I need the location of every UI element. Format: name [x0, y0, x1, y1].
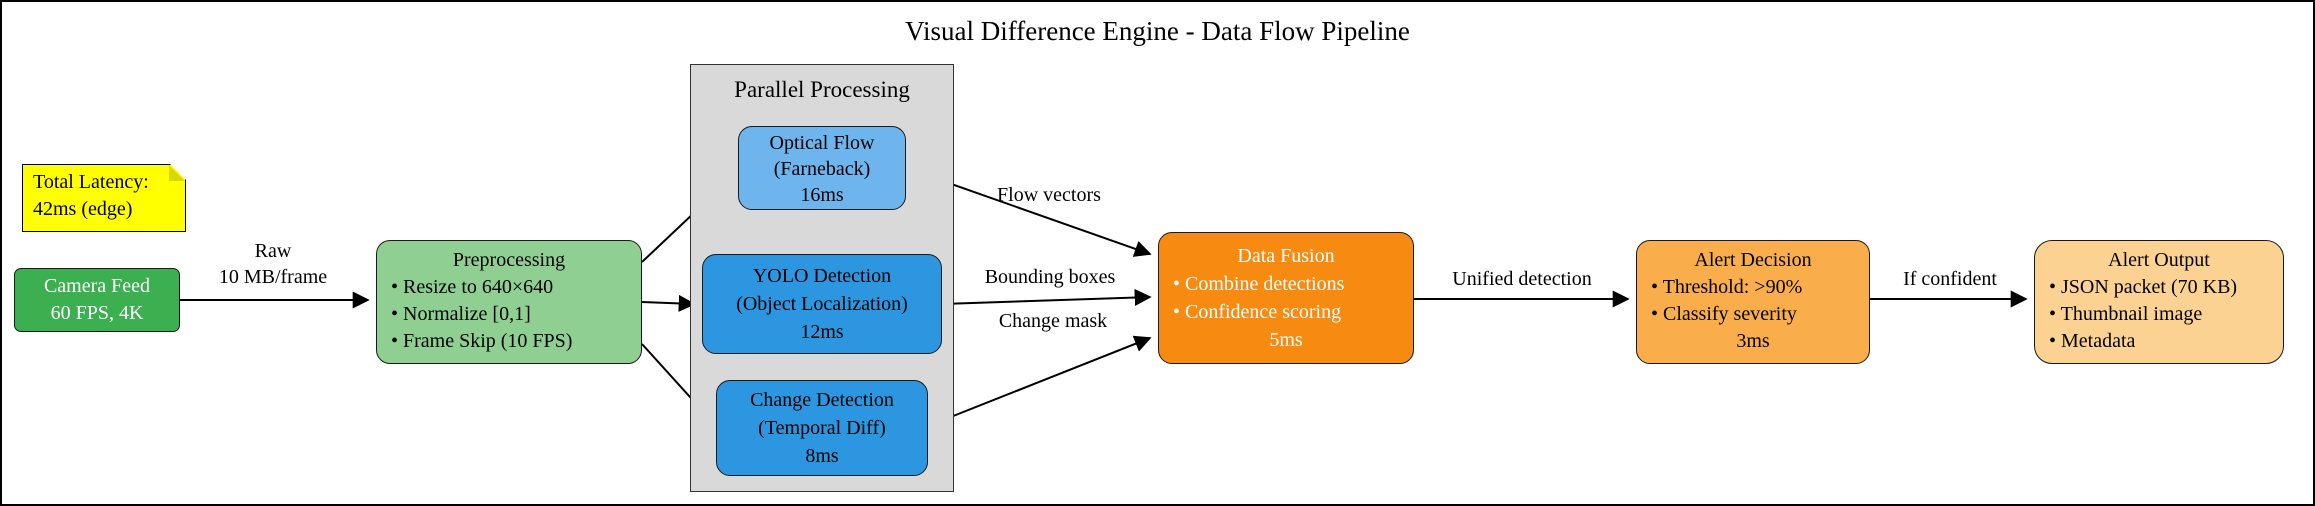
edge-preprocessing-to-yolo [641, 294, 696, 312]
alert-decision-time: 3ms [1736, 330, 1770, 352]
edge-label-if-confident: If confident [1903, 268, 1997, 290]
camera-feed-title: Camera Feed [43, 275, 151, 297]
diagram-title: Visual Difference Engine - Data Flow Pip… [905, 16, 1410, 46]
edge-label-bounding-boxes: Bounding boxes [984, 266, 1116, 288]
edge-label-flow-vectors: Flow vectors [997, 184, 1101, 206]
change-detection-time: 8ms [805, 445, 839, 467]
latency-note: Total Latency: 42ms (edge) [22, 164, 186, 232]
edge-label-change-mask: Change mask [998, 310, 1108, 332]
data-fusion-bullet-confidence: • Confidence scoring [1173, 301, 1342, 323]
node-preprocessing: Preprocessing • Resize to 640×640 • Norm… [376, 240, 642, 364]
preprocessing-bullet-frameskip: • Frame Skip (10 FPS) [391, 330, 573, 352]
optical-flow-subtitle: (Farneback) [773, 158, 871, 180]
node-camera-feed: Camera Feed 60 FPS, 4K [14, 268, 180, 332]
alert-decision-title: Alert Decision [1694, 249, 1812, 271]
yolo-subtitle: (Object Localization) [736, 293, 908, 315]
preprocessing-title: Preprocessing [452, 249, 566, 271]
preprocessing-bullet-resize: • Resize to 640×640 [391, 276, 554, 298]
change-detection-subtitle: (Temporal Diff) [758, 417, 886, 439]
yolo-time: 12ms [800, 321, 844, 343]
node-yolo-detection: YOLO Detection (Object Localization) 12m… [702, 254, 942, 354]
edge-label-unified-detection: Unified detection [1452, 268, 1592, 290]
node-alert-decision: Alert Decision • Threshold: >90% • Class… [1636, 240, 1870, 364]
note-line-2: 42ms (edge) [33, 198, 133, 220]
alert-output-bullet-json: • JSON packet (70 KB) [2049, 276, 2238, 298]
change-detection-title: Change Detection [750, 389, 894, 411]
alert-output-bullet-metadata: • Metadata [2049, 330, 2136, 352]
yolo-title: YOLO Detection [752, 265, 892, 287]
optical-flow-time: 16ms [800, 184, 844, 206]
note-line-1: Total Latency: [33, 171, 149, 193]
preprocessing-bullet-normalize: • Normalize [0,1] [391, 303, 531, 325]
alert-decision-bullet-threshold: • Threshold: >90% [1651, 276, 1803, 298]
node-data-fusion: Data Fusion • Combine detections • Confi… [1158, 232, 1414, 364]
data-fusion-time: 5ms [1269, 329, 1303, 351]
camera-feed-subtitle: 60 FPS, 4K [50, 302, 144, 324]
edge-label-raw: Raw 10 MB/frame [188, 238, 358, 290]
node-optical-flow: Optical Flow (Farneback) 16ms [738, 126, 906, 210]
optical-flow-title: Optical Flow [769, 132, 875, 154]
edge-change-to-fusion [927, 335, 1152, 427]
data-fusion-title: Data Fusion [1237, 245, 1335, 267]
edge-yolo-to-fusion [941, 289, 1152, 307]
edge-label-raw-line2: 10 MB/frame [218, 266, 328, 288]
node-alert-output: Alert Output • JSON packet (70 KB) • Thu… [2034, 240, 2284, 364]
alert-decision-bullet-severity: • Classify severity [1651, 303, 1797, 325]
edge-label-raw-line1: Raw [254, 240, 292, 262]
data-fusion-bullet-combine: • Combine detections [1173, 273, 1345, 295]
parallel-processing-label: Parallel Processing [734, 77, 910, 102]
alert-output-bullet-thumbnail: • Thumbnail image [2049, 303, 2203, 325]
node-change-detection: Change Detection (Temporal Diff) 8ms [716, 380, 928, 476]
alert-output-title: Alert Output [2108, 249, 2210, 271]
